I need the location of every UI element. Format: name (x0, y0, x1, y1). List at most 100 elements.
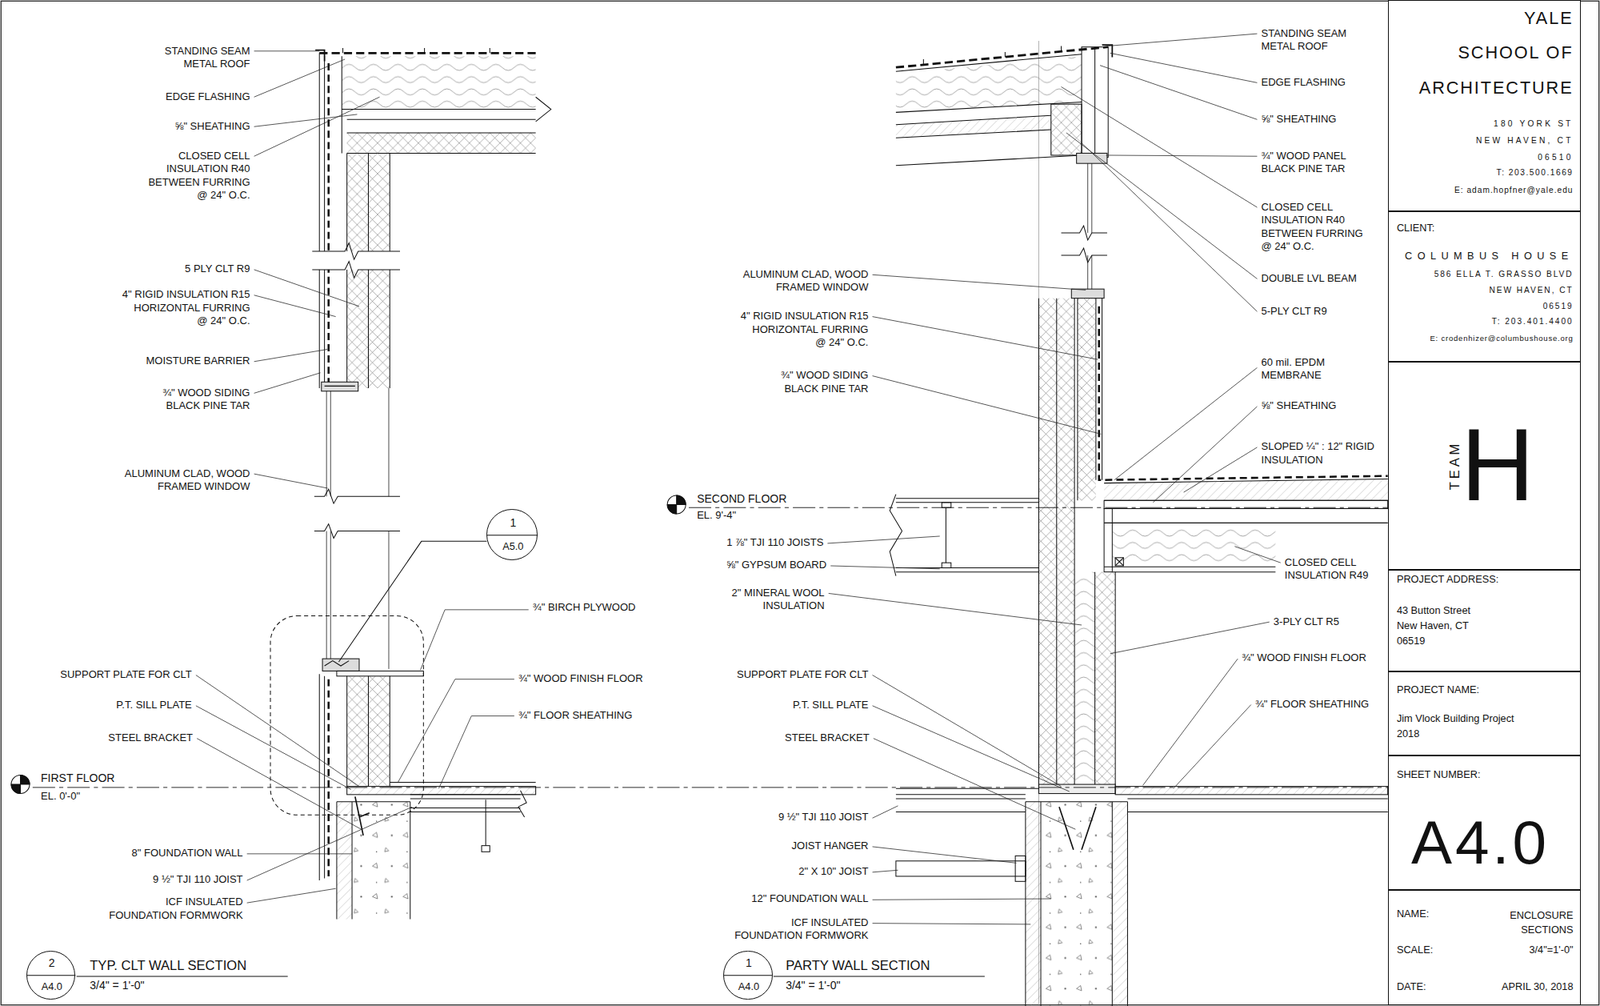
clt-wall-section (486, 534, 538, 536)
callout-label: JOIST HANGER (792, 839, 869, 853)
cell-text: TEAM (1446, 440, 1464, 490)
clt-wall-section (312, 243, 400, 278)
cell-text: 1 (745, 956, 752, 971)
callout-label: CLOSED CELL INSULATION R49 (1284, 556, 1369, 583)
party-wall-section (1104, 479, 1388, 524)
callout-label: P.T. SILL PLATE (116, 698, 192, 712)
cell-text: 180 YORK ST NEW HAVEN, CT 06510 (1476, 115, 1574, 166)
title-block-header: YALE SCHOOL OF ARCHITECTURE 180 YORK ST N… (1388, 0, 1581, 212)
callout-label: DOUBLE LVL BEAM (1261, 272, 1357, 286)
leader-lines (1061, 33, 1258, 312)
cell-text: 586 ELLA T. GRASSO BLVD NEW HAVEN, CT 06… (1434, 266, 1574, 315)
cell-text: E: crodenhizer@columbushouse.org (1429, 333, 1573, 344)
sheet-info-cell: NAME:ENCLOSURE SECTIONSSCALE:3/4"=1'-0"D… (1388, 889, 1581, 1005)
party-wall-section (1040, 801, 1112, 1006)
party-wall-section (1112, 524, 1276, 564)
callout-label: 5 PLY CLT R9 (184, 262, 250, 276)
cell-text: T: 203.500.1669 (1496, 168, 1574, 179)
cell-text: PROJECT ADDRESS: (1396, 572, 1499, 586)
cell-text: 1 (509, 516, 516, 531)
callout-label: 9 ½" TJI 110 JOIST (152, 872, 244, 887)
callout-label: ¾" WOOD SIDING BLACK PINE TAR (780, 368, 868, 396)
party-wall-section (896, 798, 1388, 812)
party-wall-section (1061, 232, 1108, 256)
callout-label: ALUMINUM CLAD, WOOD FRAMED WINDOW (743, 268, 869, 295)
party-wall-section (1095, 572, 1116, 787)
cell-text: SHEET NUMBER: (1396, 768, 1481, 781)
callout-label: ¾" BIRCH PLYWOOD (532, 600, 636, 615)
callout-label: STEEL BRACKET (784, 731, 870, 745)
party-wall-section (889, 494, 902, 576)
callout-label: ¾" FLOOR SHEATHING (1255, 697, 1369, 712)
clt-wall-section (347, 132, 536, 154)
party-wall-section (1115, 557, 1124, 566)
callout-label: SLOPED ¼" : 12" RIGID INSULATION (1261, 440, 1375, 467)
clt-wall-section (518, 790, 527, 817)
callout-label: EL. 0'-0" (40, 789, 80, 804)
level-markers (688, 507, 1388, 508)
callout-label: EDGE FLASHING (1261, 76, 1346, 90)
callout-label: 1 ⅞" TJI 110 JOISTS (726, 536, 824, 550)
party-wall-section (896, 860, 1026, 876)
callout-label: STANDING SEAM METAL ROOF (164, 44, 251, 72)
party-wall-section (1051, 104, 1082, 156)
clt-wall-section (324, 660, 350, 666)
cell-text: A4.0 (41, 980, 63, 993)
callout-label: MOISTURE BARRIER (145, 354, 250, 368)
callout-label: SECOND FLOOR (696, 492, 787, 507)
callout-label: EL. 9'-4" (696, 508, 736, 523)
callout-label: FIRST FLOOR (40, 771, 115, 786)
party-wall-section (896, 54, 1082, 166)
party-wall-section (1038, 784, 1116, 793)
party-wall-section (1071, 288, 1104, 298)
cell-text: 3/4"=1'-0" (1528, 943, 1573, 956)
clt-wall-section (343, 48, 491, 53)
cell-text: COLUMBUS HOUSE (1404, 249, 1573, 263)
clt-wall-section (338, 540, 487, 662)
callout-label: ¾" WOOD SIDING BLACK PINE TAR (162, 386, 250, 413)
callout-label: 3/4" = 1'-0" (785, 978, 840, 993)
callout-label: STANDING SEAM METAL ROOF (1261, 27, 1348, 54)
callout-label: ICF INSULATED FOUNDATION FORMWORK (734, 916, 868, 943)
party-wall-section (923, 45, 1061, 64)
callout-label: 3-PLY CLT R5 (1273, 615, 1340, 629)
cell-text: A5.0 (502, 540, 524, 553)
clt-wall-section (410, 794, 521, 812)
callout-label: SUPPORT PLATE FOR CLT (736, 668, 868, 682)
leader-lines (397, 609, 528, 788)
callout-label: 2" X 10" JOIST (798, 864, 868, 879)
cell-text: ENCLOSURE SECTIONS (1509, 908, 1573, 937)
clt-wall-section (321, 381, 359, 391)
party-wall-section (1025, 801, 1041, 1006)
callout-label: 4" RIGID INSULATION R15 HORIZONTAL FURRI… (122, 288, 251, 328)
callout-label: TYP. CLT WALL SECTION (89, 956, 247, 974)
party-wall-section (941, 562, 951, 568)
clt-wall-section (322, 658, 360, 671)
clt-wall-section (26, 975, 288, 976)
clt-wall-section (341, 56, 536, 153)
party-wall-section (1025, 801, 1128, 1006)
clt-wall-section (336, 670, 424, 676)
leader-lines (196, 675, 412, 904)
sheet-number-cell: SHEET NUMBER:A4.0 (1388, 755, 1581, 890)
leader-lines (827, 274, 1101, 625)
cell-text: 43 Button Street New Haven, CT 06519 (1396, 602, 1471, 648)
clt-wall-section (352, 801, 411, 920)
clt-wall-section (319, 52, 536, 55)
cell-text: H (1460, 414, 1535, 517)
cell-text: YALE SCHOOL OF ARCHITECTURE (1419, 0, 1574, 105)
clt-wall-section (327, 63, 330, 386)
section-callout: 1A4.0 (723, 950, 772, 1000)
leader-lines (872, 675, 1076, 924)
level-markers (32, 786, 1388, 788)
cell-text: APRIL 30, 2018 (1501, 980, 1574, 993)
callout-label: EDGE FLASHING (165, 90, 250, 104)
party-wall-section (896, 47, 1108, 68)
party-wall-section (1094, 47, 1096, 158)
party-wall-section (945, 507, 947, 563)
callout-label: ¾" WOOD FINISH FLOOR (1241, 651, 1367, 665)
clt-wall-section (336, 801, 411, 920)
callout-label: 2" MINERAL WOOL INSULATION (732, 586, 825, 613)
clt-wall-section (314, 488, 400, 538)
party-wall-section (1104, 566, 1276, 572)
